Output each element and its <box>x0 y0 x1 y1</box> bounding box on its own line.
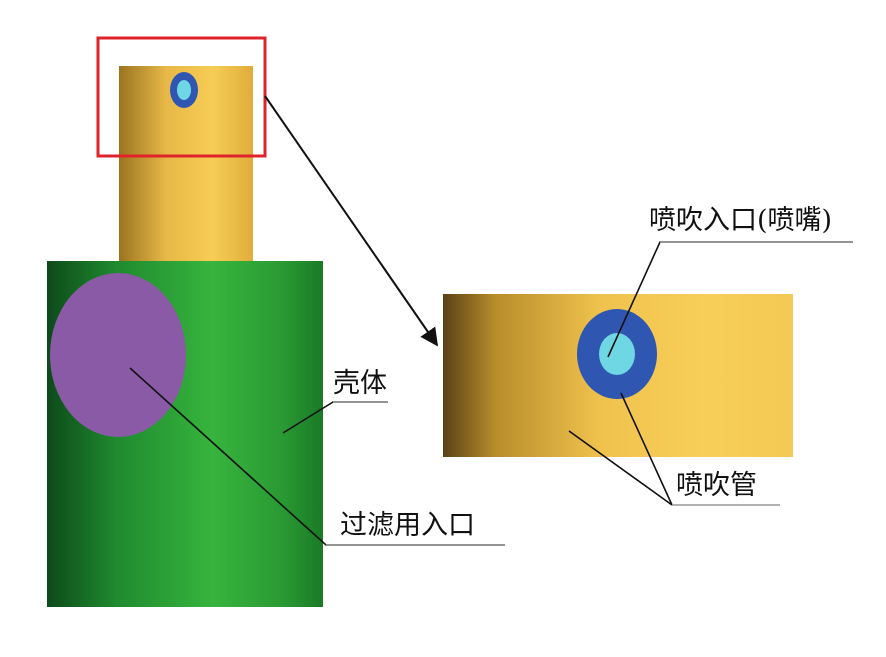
zoom-arrow <box>264 95 439 347</box>
blow-pipe-label: 喷吹管 <box>676 470 757 501</box>
leader-blow-pipe-a <box>568 430 673 506</box>
filter-inlet-ellipse <box>50 273 186 437</box>
nozzle-inlet-label: 喷吹入口(喷嘴) <box>649 205 832 236</box>
filter-inlet-label: 过滤用入口 <box>340 510 475 541</box>
housing-label: 壳体 <box>333 368 387 399</box>
small-nozzle-inner <box>177 80 191 100</box>
enlarged-nozzle-inner <box>599 333 635 375</box>
leader-blow-pipe-b <box>620 392 673 506</box>
